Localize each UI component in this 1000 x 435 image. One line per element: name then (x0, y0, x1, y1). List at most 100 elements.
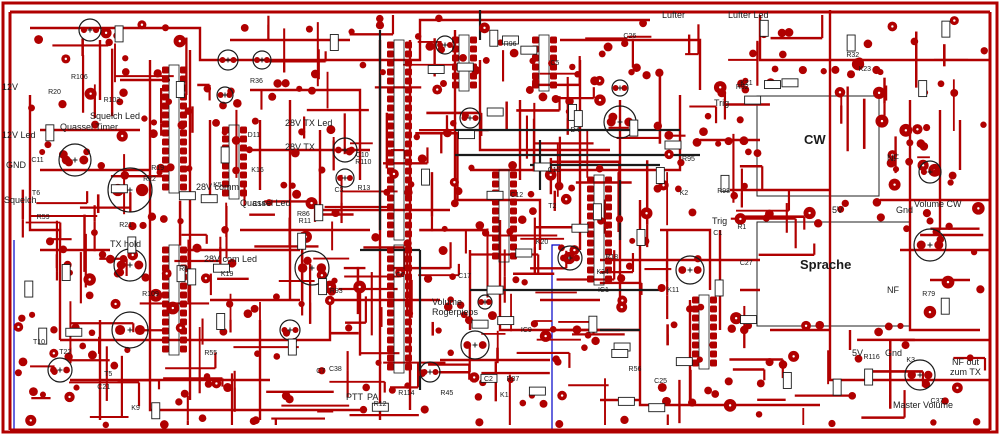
pad (598, 50, 606, 58)
ic-pad (162, 156, 169, 164)
pad (303, 256, 312, 265)
pad-hole (358, 285, 361, 289)
pad (449, 273, 456, 281)
label-squelch-led: Squelch Led (90, 111, 141, 121)
pad-hole (662, 184, 665, 187)
pad (632, 63, 641, 72)
component-outline (38, 327, 48, 345)
pad (966, 354, 974, 362)
trace (478, 60, 610, 152)
designator-r55: R55 (204, 350, 218, 358)
capacitor-outline (216, 86, 234, 104)
component-outline (486, 190, 504, 200)
ic-pad (532, 36, 539, 44)
ic-pad (387, 122, 394, 130)
ic-pad (162, 318, 169, 326)
ic-pad (180, 165, 187, 173)
pad (923, 123, 931, 132)
ic-pad (387, 363, 394, 371)
pad (110, 361, 119, 370)
pad (310, 69, 320, 79)
pad (147, 212, 157, 221)
pad (148, 129, 158, 139)
pad (404, 188, 413, 197)
ic-pad (605, 185, 612, 193)
component-outline (114, 25, 124, 43)
designator-r56: R56 (628, 365, 642, 373)
pad (88, 350, 97, 360)
designator-c27: C27 (739, 260, 753, 267)
pad (475, 418, 484, 427)
pad (568, 184, 576, 192)
pad (670, 321, 678, 329)
component-outline (489, 29, 499, 47)
ic-pad (510, 198, 517, 206)
ic-pad (240, 144, 247, 152)
ic-pad (387, 230, 394, 238)
pad (121, 68, 130, 76)
pad (481, 229, 490, 237)
designator-k5: K5 (213, 182, 222, 190)
label-trig-1: Trig (714, 98, 730, 108)
pad (509, 48, 519, 58)
capacitor-outline (294, 250, 330, 286)
capacitor-pad (230, 57, 237, 63)
pad (443, 302, 453, 312)
ic-pad (387, 345, 394, 353)
label-5v-top: 5V (832, 205, 844, 215)
pad-hole (977, 207, 980, 210)
designator-ic9: IC9 (520, 327, 532, 335)
pad (371, 233, 380, 242)
ic-pad (162, 291, 169, 299)
ic-pad (405, 291, 412, 299)
label-28v-tx: 28V TX (285, 142, 315, 152)
pad (976, 285, 985, 294)
pad-hole (728, 404, 732, 407)
designator-c12: C12 (510, 191, 524, 199)
pad (529, 207, 537, 215)
pad (892, 166, 900, 173)
designator-c7: C7 (316, 368, 326, 376)
capacitor-pad (297, 263, 308, 273)
ic-pad (387, 68, 394, 76)
pad (204, 380, 213, 388)
pad (696, 356, 703, 363)
ic-pad (587, 185, 594, 193)
ic-outline (168, 64, 180, 194)
ic-pad (162, 147, 169, 155)
label-lufter-led: Lufter Led (728, 10, 769, 20)
pad (28, 311, 36, 318)
pad (581, 344, 588, 351)
pad (765, 358, 774, 367)
ic-pad (492, 234, 499, 242)
capacitor-pad (934, 240, 944, 250)
label-zum-tx: zum TX (950, 367, 981, 377)
designator-k24: K24 (596, 268, 609, 276)
pad (128, 221, 137, 231)
capacitor-pad (116, 260, 126, 270)
pad (88, 329, 96, 337)
pad (711, 390, 720, 398)
pad (886, 158, 896, 168)
ic-pad (387, 95, 394, 103)
component-outline (216, 313, 226, 330)
pad-hole (114, 302, 117, 306)
capacitor-pad (606, 117, 616, 127)
pad (375, 21, 385, 30)
pad (674, 185, 682, 193)
pad (91, 229, 98, 236)
pad (273, 79, 282, 88)
label-volume: Volume (432, 297, 463, 307)
ic-pad (692, 314, 699, 322)
ic-pad (605, 212, 612, 220)
pad (456, 301, 465, 309)
capacitor-pad (115, 324, 126, 336)
pad (521, 279, 528, 286)
ic-outline (538, 34, 550, 92)
ic-pad (587, 176, 594, 184)
pad (572, 325, 582, 335)
pad (231, 136, 241, 145)
designator-c3: C3 (334, 186, 344, 194)
label-gnd: GND (6, 160, 26, 170)
